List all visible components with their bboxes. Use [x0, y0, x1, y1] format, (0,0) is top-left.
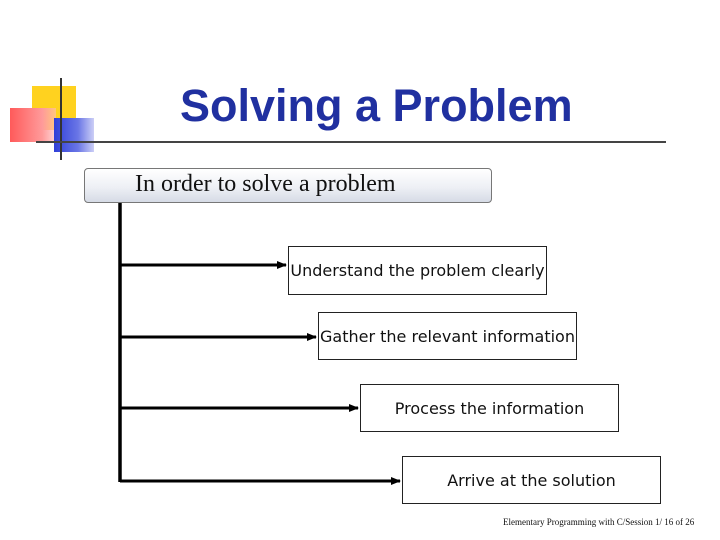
slide-title: Solving a Problem: [180, 80, 573, 131]
decorative-red-square: [10, 108, 56, 142]
step-arrive-solution: Arrive at the solution: [402, 456, 661, 504]
step-understand-problem: Understand the problem clearly: [288, 246, 547, 295]
step-process-information: Process the information: [360, 384, 619, 432]
intro-box: [84, 168, 492, 203]
intro-text: In order to solve a problem: [135, 171, 396, 197]
slide-footer: Elementary Programming with C/Session 1/…: [503, 517, 695, 527]
step-gather-information: Gather the relevant information: [318, 312, 577, 360]
decorative-vertical-line: [60, 78, 62, 160]
title-underline: [36, 141, 666, 143]
